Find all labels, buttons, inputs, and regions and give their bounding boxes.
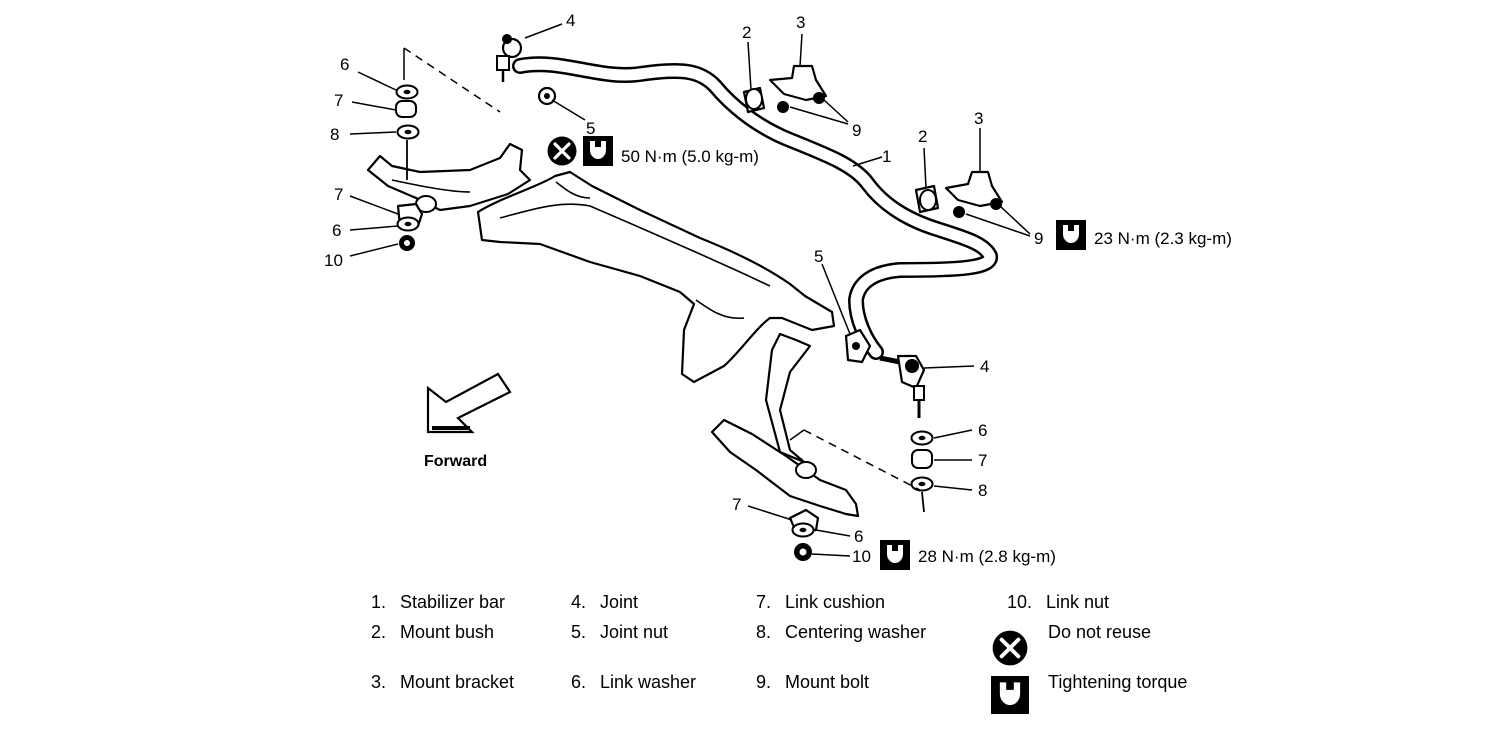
callout-10-bottom: 10	[852, 547, 871, 566]
do-not-reuse-icon	[547, 136, 577, 166]
callout-7-left: 7	[334, 91, 343, 110]
callout-8-left: 8	[330, 125, 339, 144]
callout-10-left: 10	[324, 251, 343, 270]
mount-bush-mid	[914, 184, 940, 214]
bottom-link-stack	[788, 508, 820, 561]
joint-right	[879, 354, 926, 418]
tightening-torque-icon	[1056, 220, 1086, 250]
torque-value-link-nut: 28 N·m (2.8 kg-m)	[918, 547, 1056, 566]
crossmember	[476, 170, 836, 384]
callout-6-left2: 6	[332, 221, 341, 240]
left-lower-arm	[366, 142, 532, 213]
right-link-stack	[910, 430, 934, 513]
legend-item-9: 9.Mount bolt	[755, 672, 870, 692]
callout-2-top: 2	[742, 23, 751, 42]
callout-5-right: 5	[814, 247, 823, 266]
legend-item-4: 4.Joint	[570, 592, 639, 612]
forward-arrow-icon	[426, 372, 512, 434]
callout-7-left2: 7	[334, 185, 343, 204]
callout-6-bottom: 6	[854, 527, 863, 546]
callout-6-right: 6	[978, 421, 987, 440]
callout-6-left: 6	[340, 55, 349, 74]
callout-2-mid: 2	[918, 127, 927, 146]
callout-7-bottom: 7	[732, 495, 741, 514]
callout-7-right: 7	[978, 451, 987, 470]
callout-5-top: 5	[586, 119, 595, 138]
legend-item-5: 5.Joint nut	[570, 622, 669, 642]
legend-item-7: 7.Link cushion	[755, 592, 886, 612]
callout-4-top: 4	[566, 11, 575, 30]
legend-item-3: 3.Mount bracket	[370, 672, 515, 692]
stabilizer-bar	[512, 56, 998, 360]
legend-do-not-reuse-icon	[992, 630, 1028, 666]
torque-spec-link-nut: 28 N·m (2.8 kg-m)	[880, 540, 1056, 570]
legend-item-10: 10.Link nut	[1006, 592, 1110, 612]
legend-symbol-do-not-reuse: Do not reuse	[1048, 622, 1152, 642]
legend-item-6: 6.Link washer	[570, 672, 697, 692]
torque-spec-joint-nut: 50 N·m (5.0 kg-m)	[547, 136, 759, 166]
assembly-lines	[403, 47, 921, 491]
torque-spec-mount-bolt: 23 N·m (2.3 kg-m)	[1056, 220, 1232, 250]
callout-8-right: 8	[978, 481, 987, 500]
callout-9-mid: 9	[1034, 229, 1043, 248]
mount-bracket-mid	[944, 170, 1004, 218]
tightening-torque-icon	[880, 540, 910, 570]
legend-item-8: 8.Centering washer	[755, 622, 927, 642]
leader-lines	[349, 23, 1031, 557]
left-link-stack	[395, 84, 424, 251]
callout-4-right: 4	[980, 357, 989, 376]
callout-9-top: 9	[852, 121, 861, 140]
mount-bush-top	[742, 86, 766, 114]
torque-value-mount-bolt: 23 N·m (2.3 kg-m)	[1094, 229, 1232, 248]
legend-item-2: 2.Mount bush	[370, 622, 495, 642]
joint-nut-top	[537, 86, 557, 106]
callout-1: 1	[882, 147, 891, 166]
joint-top	[496, 34, 523, 82]
tightening-torque-icon	[583, 136, 613, 166]
mount-bracket-top	[768, 64, 828, 113]
legend-item-1: 1.Stabilizer bar	[370, 592, 506, 612]
right-lower-arm	[710, 332, 860, 518]
torque-value-joint-nut: 50 N·m (5.0 kg-m)	[621, 147, 759, 166]
legend-symbol-tightening-torque: Tightening torque	[1048, 672, 1188, 692]
callout-3-top: 3	[796, 13, 805, 32]
callout-3-mid: 3	[974, 109, 983, 128]
joint-nut-mid	[844, 328, 872, 364]
forward-label: Forward	[424, 453, 487, 470]
legend-tightening-torque-icon	[991, 676, 1029, 714]
